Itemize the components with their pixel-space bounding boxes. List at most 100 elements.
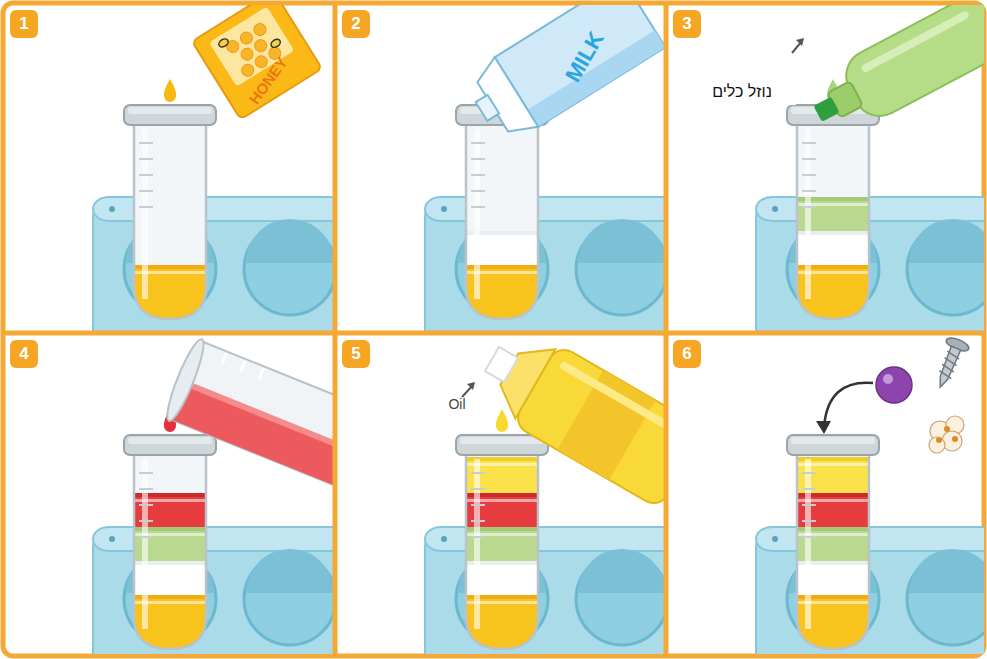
stand-dot [772, 536, 778, 542]
marble [876, 367, 912, 403]
liquids [793, 129, 873, 332]
beaker [162, 336, 335, 488]
cap-top [128, 437, 212, 444]
tube-tick [802, 142, 816, 144]
tube-tick [471, 142, 485, 144]
beaker-tick [240, 361, 244, 372]
packet-body [192, 5, 322, 119]
tube-tick [802, 472, 816, 474]
bottle-shine [559, 361, 666, 438]
tube-tick [139, 536, 153, 538]
tube-tick [802, 174, 816, 176]
stand-dot [109, 536, 115, 542]
stand-dot [441, 206, 447, 212]
liquids [130, 459, 210, 654]
carton-spout [476, 95, 500, 121]
popcorn-spot [952, 436, 958, 442]
ingredient-label: Oil [442, 396, 472, 412]
tube-shine [474, 129, 480, 299]
stand-top [425, 197, 666, 221]
tube-tick [471, 158, 485, 160]
step-number: 6 [673, 340, 701, 368]
step-number: 2 [342, 10, 370, 38]
tube-tick [139, 472, 153, 474]
carton-gable [471, 57, 538, 141]
ingredient-name: נוזל כלים [712, 83, 772, 101]
stand-dot [441, 536, 447, 542]
soap-bottle [802, 5, 984, 144]
tube-tick [471, 206, 485, 208]
step-number: 1 [19, 14, 28, 34]
panel [756, 5, 984, 332]
screw-thread [938, 371, 952, 379]
tube-tick [139, 142, 153, 144]
tube-tick [471, 488, 485, 490]
tube-tick [471, 536, 485, 538]
stand-top [425, 527, 666, 551]
hole-shade [909, 549, 984, 593]
tube-tick [802, 536, 816, 538]
tube-outline [797, 123, 869, 319]
tube-tick [471, 472, 485, 474]
tube-cap [456, 435, 548, 455]
bottle-cap [813, 97, 839, 122]
popcorn-spot [944, 426, 950, 432]
tube-shine [805, 129, 811, 299]
honeycomb [239, 62, 256, 79]
step-number: 5 [342, 340, 370, 368]
tube-tick [471, 190, 485, 192]
honey-packet [192, 5, 322, 119]
tube-outline [134, 453, 206, 649]
divider [333, 3, 338, 656]
liquids [462, 457, 542, 654]
tube-tick [802, 206, 816, 208]
beaker-liquid-top [183, 380, 335, 453]
tube-outline [466, 123, 538, 319]
screw [929, 335, 970, 391]
beaker-mouth [162, 336, 210, 424]
stand [425, 527, 666, 654]
beaker-tick [259, 368, 263, 379]
package-label: MILK [551, 12, 619, 103]
stand-top [93, 527, 335, 551]
step-number: 4 [10, 340, 38, 368]
tube-tick [139, 174, 153, 176]
hole-shade [246, 219, 334, 263]
tube-cap [124, 435, 216, 455]
hole-shade [578, 549, 666, 593]
screw-shaft [936, 346, 961, 389]
panel [93, 5, 335, 332]
step-number: 6 [682, 344, 691, 364]
step-number: 5 [351, 344, 360, 364]
stand-top [93, 197, 335, 221]
honeycomb [252, 37, 269, 54]
ingredient-tag: נוזל כלים [688, 79, 796, 105]
stand [425, 197, 666, 332]
tube-shine [142, 459, 148, 629]
tube-tick [802, 520, 816, 522]
tube-tick [139, 206, 153, 208]
tube-tick [802, 158, 816, 160]
drop-arrow [824, 383, 873, 427]
tube-cap [124, 105, 216, 125]
milk-carton [461, 5, 666, 148]
honeycomb [252, 21, 269, 38]
panel [756, 335, 984, 654]
stand-dot [109, 206, 115, 212]
step-number: 3 [673, 10, 701, 38]
bee [270, 38, 282, 49]
panel [93, 336, 335, 654]
tube-tick [139, 520, 153, 522]
step-number: 4 [19, 344, 28, 364]
beaker-tick [222, 353, 226, 364]
screw-thread [941, 364, 955, 372]
popcorn-spot [936, 437, 942, 443]
pour-arrow-head [467, 382, 475, 390]
bee [217, 37, 229, 48]
package-label: HONEY [238, 43, 299, 118]
divider [664, 3, 669, 656]
screw-thread [946, 351, 960, 359]
